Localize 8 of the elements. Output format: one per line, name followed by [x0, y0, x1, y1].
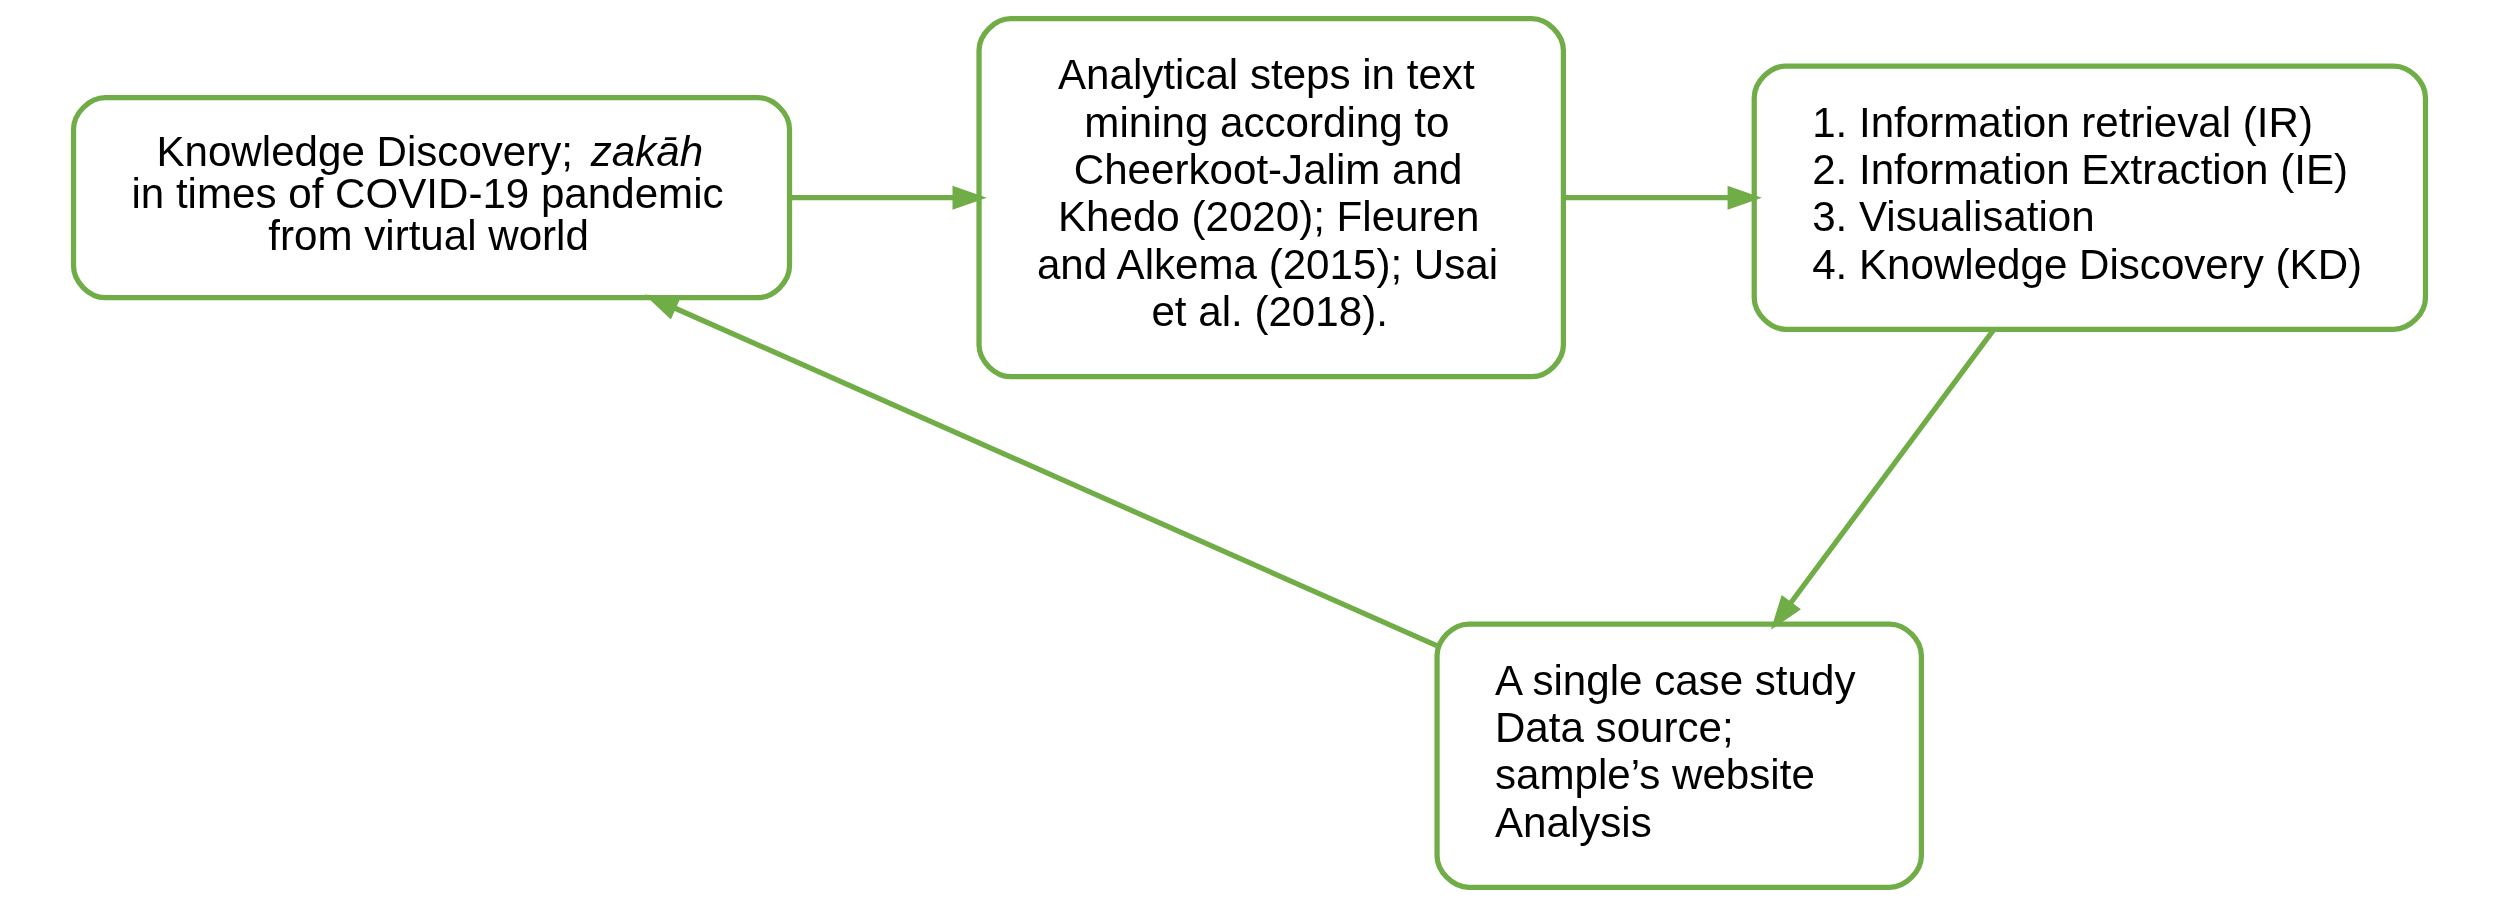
arrow [643, 294, 1438, 649]
arrow [789, 185, 987, 210]
arrow [1770, 328, 1996, 630]
node-box: A single case study Data source; sample’s website Analysis [1433, 621, 1924, 890]
node-box: Knowledge Discovery; zakāh in times of COVID-19 pandemic from virtual world [70, 95, 792, 301]
node-box: 1. Information retrieval (IR) 2. Information Extraction (IE) 3. Visualisation 4. Knowledge Discovery (KD) [1751, 63, 2428, 332]
arrow [1563, 185, 1762, 210]
node-box: Analytical steps in text mining according to Cheerkoot-Jalim and Khedo (2020); Fleuren and Alkema (2015); Usai et al. (2018). [975, 16, 1566, 380]
